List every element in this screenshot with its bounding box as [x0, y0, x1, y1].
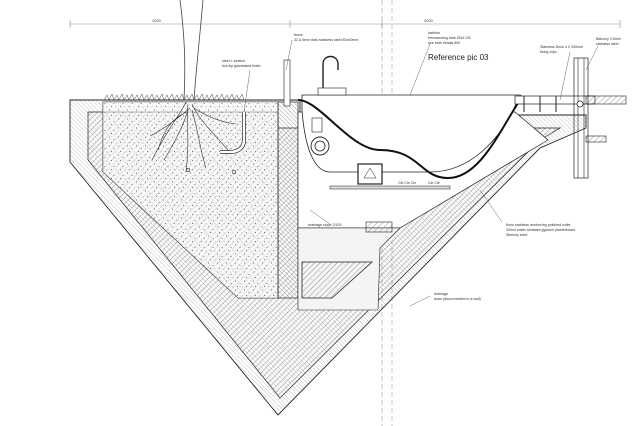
- dimension-right: 3000: [424, 18, 434, 23]
- fence-label-detail: 32 & 6mm flats stainless steel 80x40mm: [294, 38, 358, 42]
- right-top-label-detail: stainless steel: [596, 42, 619, 46]
- right-mid-label: Stainless Deck 4 X 200mm: [540, 45, 583, 49]
- reference-label: Reference pic 03: [428, 53, 489, 62]
- pump: [310, 136, 330, 156]
- bath-label-detail-2: see bath details 800: [428, 41, 460, 45]
- drainage-slope-label: drainage slope 2/100: [308, 223, 342, 227]
- right-mid-label-detail: fixing clips: [540, 50, 557, 54]
- dimension-left: 1000: [152, 18, 162, 23]
- pit-label-1: 6mm stainless reinforcing polished white: [506, 223, 571, 227]
- drainage-label-detail: drain (disconnected to a wall): [434, 297, 481, 301]
- pit-label-3: Sketchy steel: [506, 233, 528, 237]
- faucet-base: [317, 87, 347, 96]
- right-top-label: Balcony 3.5mm: [596, 37, 621, 41]
- drainage-grate: [365, 221, 393, 233]
- bath-label: bathtub: [428, 31, 440, 35]
- right-post: [573, 57, 589, 179]
- faucet: [322, 55, 339, 95]
- bath-hose: [297, 99, 521, 180]
- fence-label: fence: [294, 33, 303, 37]
- box-label-1: Cle Cle Cle: [398, 181, 416, 185]
- grass: [103, 93, 245, 101]
- tree-trunk: [179, 0, 204, 101]
- steel-section-label: steel L-section: [222, 59, 245, 63]
- drainage-label: drainage: [434, 292, 448, 296]
- inspection-triangle: [301, 261, 374, 299]
- bath-label-detail-1: freestanding bath DN4 CM: [428, 36, 471, 40]
- box-label-2: Cle Cle: [428, 181, 440, 185]
- steel-section-label-detail: hot-dip galvanised finish: [222, 64, 261, 68]
- pit-label-2: 30mm water-resistant gypsum plasterboard: [506, 228, 575, 232]
- control-box: [357, 163, 383, 185]
- separator-wall: [277, 101, 299, 299]
- base-plate: [329, 185, 451, 190]
- fence-post: [283, 59, 291, 107]
- tree-roots: [149, 101, 237, 173]
- fixing-bolt: [576, 100, 584, 108]
- drain-hole-2: [231, 169, 237, 175]
- drain-hole-1: [185, 167, 191, 173]
